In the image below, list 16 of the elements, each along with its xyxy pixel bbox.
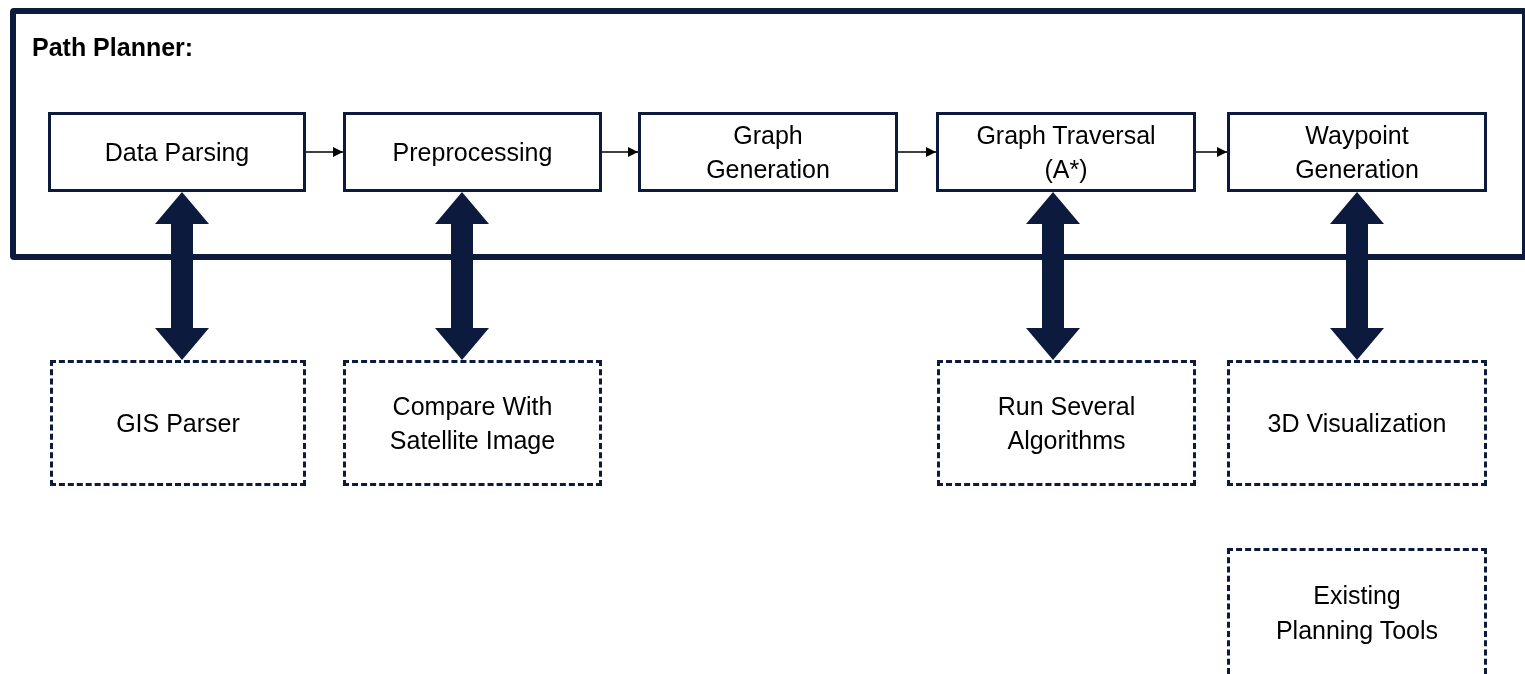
frame-title: Path Planner:	[32, 32, 194, 62]
dashed-box: Compare With Satellite Image	[343, 360, 602, 486]
arrow	[897, 147, 937, 157]
process-box: Graph Traversal (A*)	[936, 112, 1196, 192]
arrow	[601, 147, 639, 157]
dashed-box: Run Several Algorithms	[937, 360, 1196, 486]
process-box: Waypoint Generation	[1227, 112, 1487, 192]
dashed-box: GIS Parser	[50, 360, 306, 486]
dashed-box: 3D Visualization	[1227, 360, 1487, 486]
process-box: Graph Generation	[638, 112, 898, 192]
process-box: Data Parsing	[48, 112, 306, 192]
arrow	[305, 147, 344, 157]
process-box: Preprocessing	[343, 112, 602, 192]
arrow	[1195, 147, 1228, 157]
path-planner-frame	[10, 8, 1525, 260]
dashed-box: Existing Planning Tools	[1227, 548, 1487, 674]
